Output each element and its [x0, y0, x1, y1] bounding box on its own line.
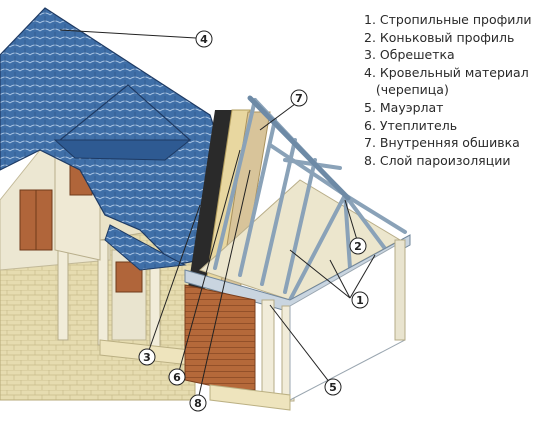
- legend-item-interior-sheathing: 7. Внутренняя обшивка: [364, 135, 520, 151]
- svg-text:4: 4: [200, 33, 208, 46]
- legend-item-insulation: 6. Утеплитель: [364, 117, 458, 133]
- callout-6: 6: [168, 368, 186, 386]
- ridge-profile: [247, 95, 351, 201]
- callout-4: 4: [195, 30, 213, 48]
- callout-badges: 4 7 2 1 3 6 8 5: [138, 30, 369, 412]
- dormer-eave: [53, 139, 192, 161]
- callout-3: 3: [138, 348, 156, 366]
- callout-8: 8: [189, 394, 207, 412]
- svg-text:1: 1: [356, 294, 364, 307]
- legend-item-roofing-material: 4. Кровельный материал: [364, 64, 529, 80]
- legend: 1. Стропильные профили 2. Коньковый проф…: [364, 11, 550, 169]
- callout-5: 5: [324, 378, 342, 396]
- svg-text:7: 7: [295, 92, 303, 105]
- wall-plate: [184, 234, 411, 402]
- svg-text:5: 5: [329, 381, 337, 394]
- legend-item-wall-plate: 5. Мауэрлат: [364, 99, 444, 115]
- legend-item-battens: 3. Обрешетка: [364, 47, 455, 63]
- step: [209, 384, 291, 411]
- callout-2: 2: [349, 237, 367, 255]
- callout-1: 1: [351, 291, 369, 309]
- lower-roof-tiles: [104, 224, 187, 271]
- callout-7: 7: [290, 89, 308, 107]
- callout-leaders: [59, 29, 376, 401]
- legend-item-ridge-profile: 2. Коньковый профиль: [364, 29, 515, 45]
- legend-item-vapor-barrier: 8. Слой пароизоляции: [364, 152, 511, 168]
- svg-text:3: 3: [143, 351, 151, 364]
- svg-text:6: 6: [173, 371, 181, 384]
- svg-text:2: 2: [354, 240, 362, 253]
- legend-item-rafter-profiles: 1. Стропильные профили: [364, 12, 532, 27]
- legend-item-roofing-material-note: (черепица): [364, 82, 449, 98]
- svg-text:8: 8: [194, 397, 202, 410]
